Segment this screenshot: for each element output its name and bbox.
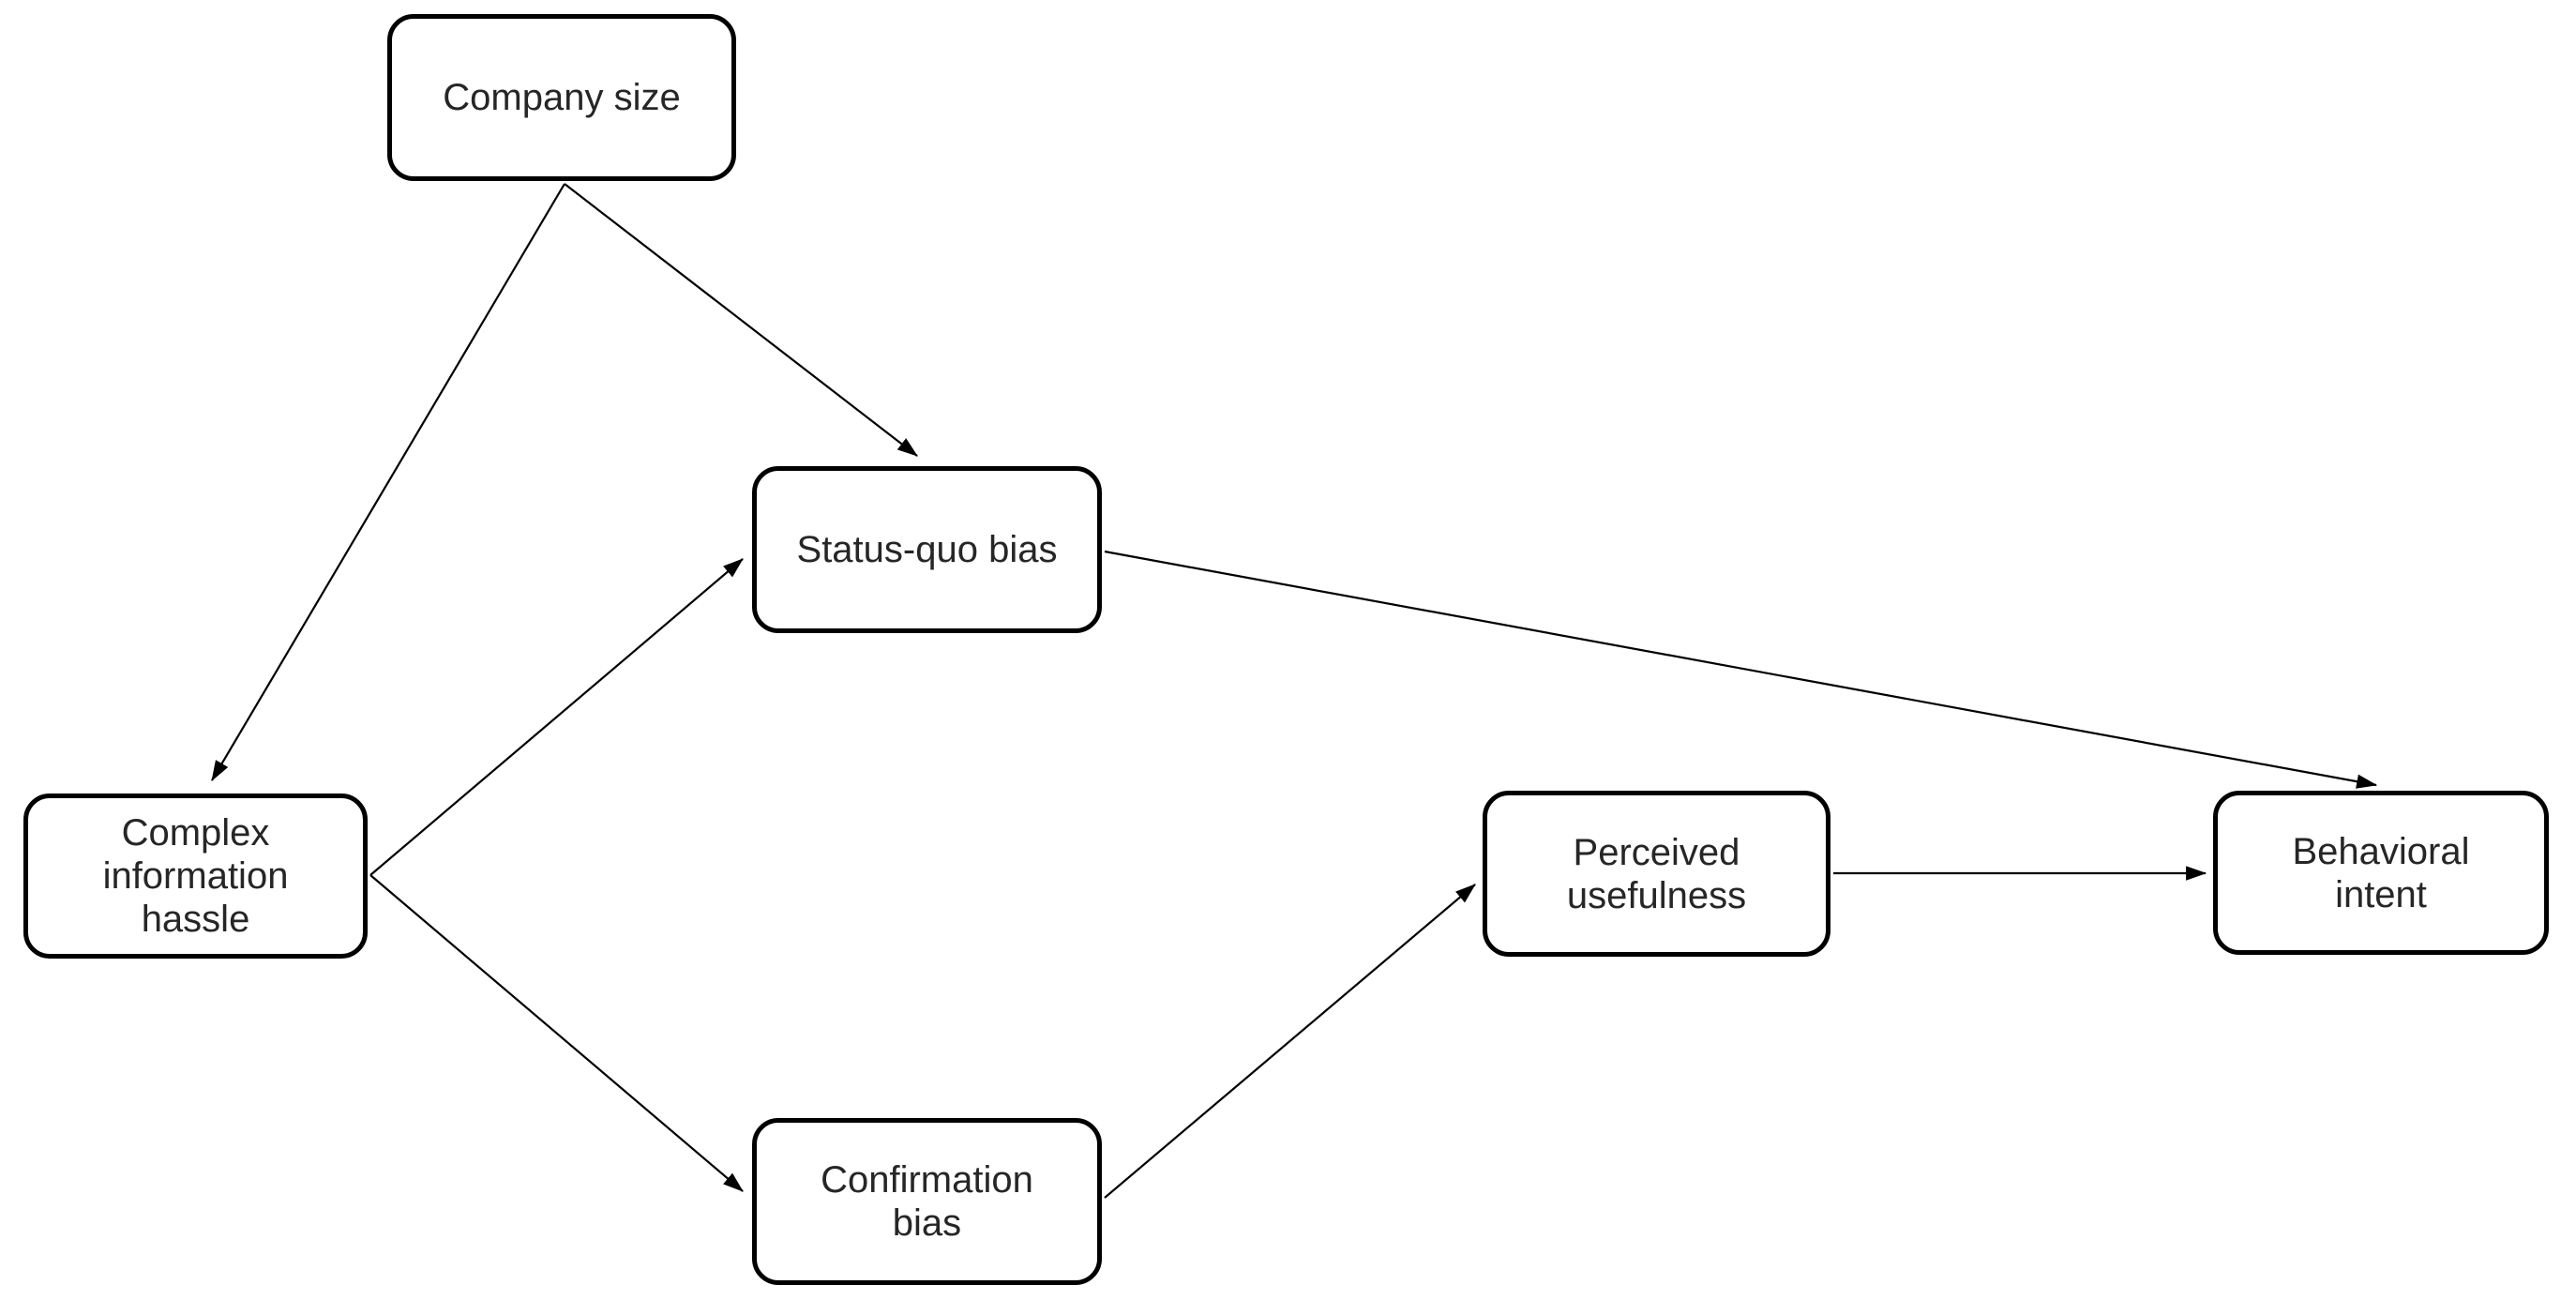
- node-perceived-usefulness-label: Perceived usefulness: [1566, 831, 1747, 916]
- node-status-quo-bias-label: Status-quo bias: [796, 529, 1058, 570]
- node-behavioral-intent-label: Behavioral intent: [2292, 830, 2470, 915]
- edge-confirmation-bias-to-perceived-usefulness: [1104, 884, 1476, 1199]
- edge-company-size-to-status-quo-bias: [564, 183, 918, 457]
- node-confirmation-bias-label: Confirmation bias: [821, 1159, 1033, 1244]
- node-behavioral-intent: Behavioral intent: [2213, 791, 2549, 955]
- node-confirmation-bias: Confirmation bias: [752, 1118, 1102, 1285]
- edge-complex-information-hassle-to-confirmation-bias: [369, 874, 744, 1192]
- node-status-quo-bias: Status-quo bias: [752, 466, 1102, 633]
- edge-complex-information-hassle-to-status-quo-bias: [369, 558, 744, 876]
- node-company-size-label: Company size: [443, 77, 681, 118]
- node-perceived-usefulness: Perceived usefulness: [1483, 791, 1830, 957]
- edge-company-size-to-complex-information-hassle: [211, 183, 565, 781]
- edge-status-quo-bias-to-behavioral-intent: [1104, 550, 2378, 789]
- node-company-size: Company size: [387, 14, 736, 181]
- node-complex-information-hassle-label: Complex information hassle: [102, 812, 289, 940]
- node-complex-information-hassle: Complex information hassle: [23, 794, 368, 959]
